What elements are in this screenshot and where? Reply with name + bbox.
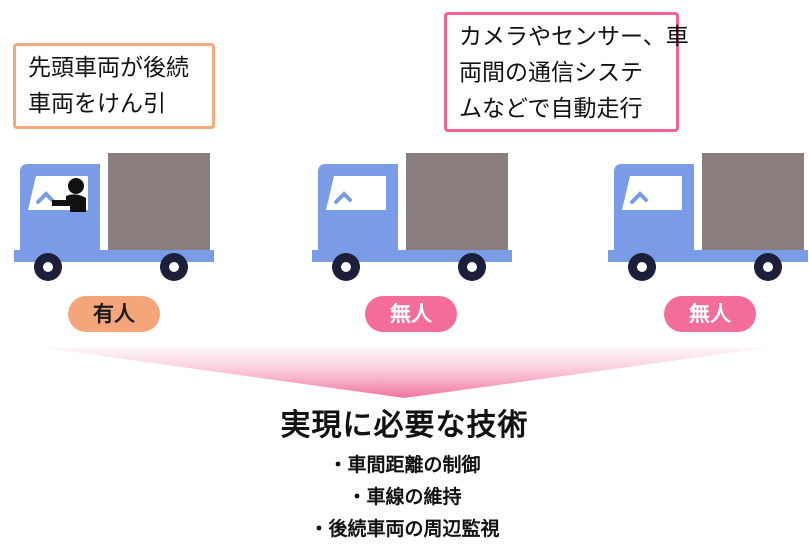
windshield [622, 176, 682, 210]
bubble-line: カメラやセンサー、車 [459, 24, 689, 50]
badge-manned: 有人 [68, 296, 160, 332]
steering-wheel [630, 191, 648, 204]
technology-item: ・車線の維持 [347, 486, 462, 508]
truck-lead [14, 153, 214, 281]
wheel-hub [637, 262, 647, 272]
bubble-line: 先頭車両が後続 [28, 55, 189, 81]
wheel-hub [43, 262, 53, 272]
truck-following-1 [312, 153, 512, 281]
bubble-line: ムなどで自動走行 [459, 96, 643, 122]
wheel-hub [763, 262, 773, 272]
cargo-box [108, 153, 210, 250]
wheel-hub [169, 262, 179, 272]
driver-head [68, 178, 84, 194]
bubble-line: 車両をけん引 [28, 91, 166, 117]
driver-body [52, 194, 86, 212]
wheel-hub [467, 262, 477, 272]
truck-following-2 [608, 153, 808, 281]
speech-bubble-following-trucks: カメラやセンサー、車 両間の通信システ ムなどで自動走行 [444, 12, 689, 132]
wheel-hub [341, 262, 351, 272]
technology-item: ・車間距離の制御 [328, 454, 481, 476]
bubble-line: 両間の通信システ [459, 60, 643, 86]
windshield [326, 176, 386, 210]
cargo-box [406, 153, 508, 250]
badge-unmanned: 無人 [664, 296, 756, 332]
speech-bubble-lead-truck: 先頭車両が後続 車両をけん引 [13, 43, 215, 129]
badge-unmanned: 無人 [365, 296, 457, 332]
steering-wheel [36, 191, 54, 204]
converging-fan [45, 348, 765, 398]
cargo-box [702, 153, 804, 250]
technology-item: ・後続車両の周辺監視 [309, 518, 500, 540]
steering-wheel [334, 191, 352, 204]
technology-title: 実現に必要な技術 [280, 408, 529, 443]
